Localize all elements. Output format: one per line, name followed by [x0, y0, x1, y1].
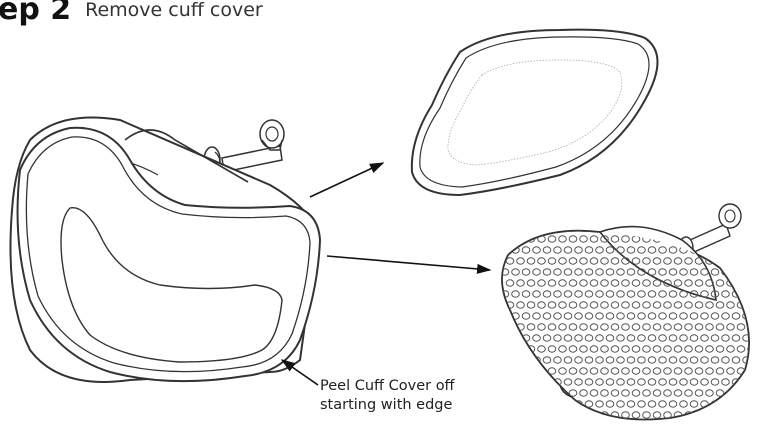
peel-callout: Peel Cuff Cover off starting with edge	[320, 377, 470, 415]
perforation-hole	[732, 269, 740, 275]
perforation-hole	[716, 258, 724, 264]
cuff-with-cover	[10, 118, 320, 383]
perforation-hole	[711, 247, 719, 253]
perforation-hole	[737, 258, 745, 264]
callout-line-1: Peel Cuff Cover off	[320, 377, 470, 396]
perforation-hole	[501, 313, 509, 319]
perforation-hole	[743, 401, 751, 407]
perforation-hole	[737, 390, 745, 396]
perforation-hole	[512, 225, 520, 231]
perforation-hole	[506, 390, 514, 396]
perforation-hole	[727, 390, 735, 396]
perforation-hole	[722, 247, 730, 253]
perforation-hole	[737, 236, 745, 242]
cuff-cover-pad	[412, 30, 658, 195]
perforation-hole	[543, 401, 551, 407]
perforation-hole	[522, 225, 530, 231]
perforation-hole	[748, 368, 756, 374]
perforation-hole	[543, 379, 551, 385]
perforation-hole	[732, 401, 740, 407]
perforation-hole	[517, 412, 525, 418]
perforation-hole	[512, 401, 520, 407]
perforation-hole	[748, 390, 756, 396]
perforation-hole	[695, 412, 703, 418]
perforation-hole	[743, 291, 751, 297]
perforation-hole	[722, 401, 730, 407]
perforation-hole	[501, 335, 509, 341]
perforation-hole	[716, 412, 724, 418]
perforation-hole	[527, 368, 535, 374]
perforation-hole	[743, 379, 751, 385]
perforation-hole	[501, 401, 509, 407]
perforation-hole	[690, 225, 698, 231]
arrow-to-edge	[282, 360, 318, 385]
perforation-hole	[680, 225, 688, 231]
perforation-hole	[522, 357, 530, 363]
perforation-hole	[522, 401, 530, 407]
perforation-hole	[506, 368, 514, 374]
perforation-hole	[533, 379, 541, 385]
perforation-hole	[559, 412, 567, 418]
perforated-cuff	[501, 204, 755, 420]
perforation-hole	[512, 335, 520, 341]
perforation-hole	[517, 236, 525, 242]
perforation-hole	[538, 390, 546, 396]
perforation-hole	[501, 357, 509, 363]
perforation-hole	[554, 225, 562, 231]
perforation-hole	[737, 280, 745, 286]
perforation-hole	[506, 324, 514, 330]
perforation-hole	[548, 412, 556, 418]
arrow-to-cover-pad	[310, 163, 383, 197]
perforation-hole	[538, 412, 546, 418]
perforation-hole	[527, 412, 535, 418]
perforation-hole	[506, 236, 514, 242]
perforation-hole	[517, 368, 525, 374]
perforation-hole	[506, 412, 514, 418]
perforation-hole	[743, 247, 751, 253]
perforation-hole	[564, 401, 572, 407]
perforation-hole	[548, 390, 556, 396]
perforation-hole	[522, 379, 530, 385]
perforation-hole	[743, 269, 751, 275]
perforation-hole	[512, 379, 520, 385]
perforation-hole	[669, 225, 677, 231]
perforation-hole	[569, 412, 577, 418]
perforation-hole	[727, 258, 735, 264]
perforation-hole	[517, 390, 525, 396]
perforation-hole	[506, 346, 514, 352]
perforation-hole	[748, 412, 756, 418]
perforation-hole	[517, 346, 525, 352]
arrow-to-perforated-cuff	[327, 256, 490, 270]
perforation-hole	[580, 412, 588, 418]
perforation-hole	[527, 390, 535, 396]
callout-line-2: starting with edge	[320, 396, 470, 415]
perforation-hole	[748, 236, 756, 242]
perforation-hole	[501, 379, 509, 385]
perforation-hole	[501, 247, 509, 253]
perforation-hole	[732, 247, 740, 253]
perforation-hole	[533, 401, 541, 407]
perforation-hole	[501, 225, 509, 231]
perforation-hole	[737, 412, 745, 418]
perforation-hole	[512, 357, 520, 363]
perforation-hole	[727, 412, 735, 418]
perforation-hole	[596, 225, 604, 231]
perforation-hole	[748, 302, 756, 308]
perforation-hole	[543, 225, 551, 231]
perforation-hole	[743, 225, 751, 231]
perforation-hole	[706, 412, 714, 418]
perforation-hole	[748, 280, 756, 286]
perforation-hole	[748, 258, 756, 264]
perforation-hole	[554, 401, 562, 407]
perforation-hole	[533, 225, 541, 231]
perforation-hole	[701, 225, 709, 231]
perforation-hole	[590, 412, 598, 418]
